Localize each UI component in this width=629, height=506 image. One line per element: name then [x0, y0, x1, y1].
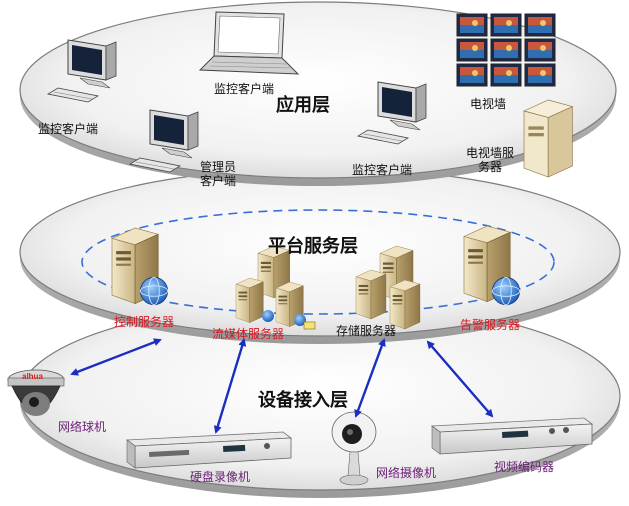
label-dome-camera: 网络球机	[58, 420, 107, 434]
arrow-ipcam-to-storage	[354, 338, 386, 418]
dome-camera-icon	[7, 369, 65, 416]
label-monitor-client-right: 监控客户端	[352, 163, 413, 177]
label-control-server: 控制服务器	[114, 315, 175, 329]
arrow-dome-to-control	[70, 338, 162, 376]
label-ip-camera: 网络摄像机	[376, 466, 437, 480]
alarm-server-icon	[463, 225, 521, 306]
laptop-icon	[198, 11, 300, 75]
label-video-encoder: 视频编码器	[494, 460, 555, 474]
platform-ring	[81, 209, 555, 315]
ip-camera-icon	[331, 411, 377, 486]
label-tv-wall: 电视墙	[470, 97, 507, 111]
label-monitor-client-top: 监控客户端	[214, 82, 275, 96]
control-server-icon	[111, 227, 169, 306]
arrow-dvr-to-media	[213, 338, 247, 434]
label-admin-client-line2: 客户端	[200, 174, 237, 188]
video-encoder-icon	[430, 417, 594, 455]
label-admin-client: 管理员 客户端	[200, 160, 236, 188]
media-server-cluster-icon	[235, 245, 316, 330]
label-admin-client-line1: 管理员	[200, 160, 237, 174]
connection-arrows	[70, 338, 494, 434]
label-alarm-server: 告警服务器	[460, 318, 521, 332]
brand-logo: alhua	[22, 372, 43, 381]
tv-wall-icon	[456, 13, 556, 87]
arrow-encoder-to-storage	[426, 340, 494, 418]
tv-wall-server-icon	[523, 99, 574, 178]
label-tv-wall-server-line2: 务器	[478, 160, 503, 174]
platform-layer-title: 平台服务层	[268, 236, 358, 257]
label-media-server: 流媒体服务器	[212, 327, 285, 341]
label-dvr: 硬盘录像机	[190, 470, 251, 484]
label-tv-wall-server: 电视墙服 务器	[466, 146, 514, 174]
device-layer-title: 设备接入层	[258, 390, 348, 411]
label-storage-server: 存储服务器	[336, 324, 397, 338]
application-layer-title: 应用层	[276, 95, 330, 116]
label-monitor-client-left: 监控客户端	[38, 122, 99, 136]
dvr-icon	[125, 431, 293, 469]
label-tv-wall-server-line1: 电视墙服	[466, 146, 515, 160]
